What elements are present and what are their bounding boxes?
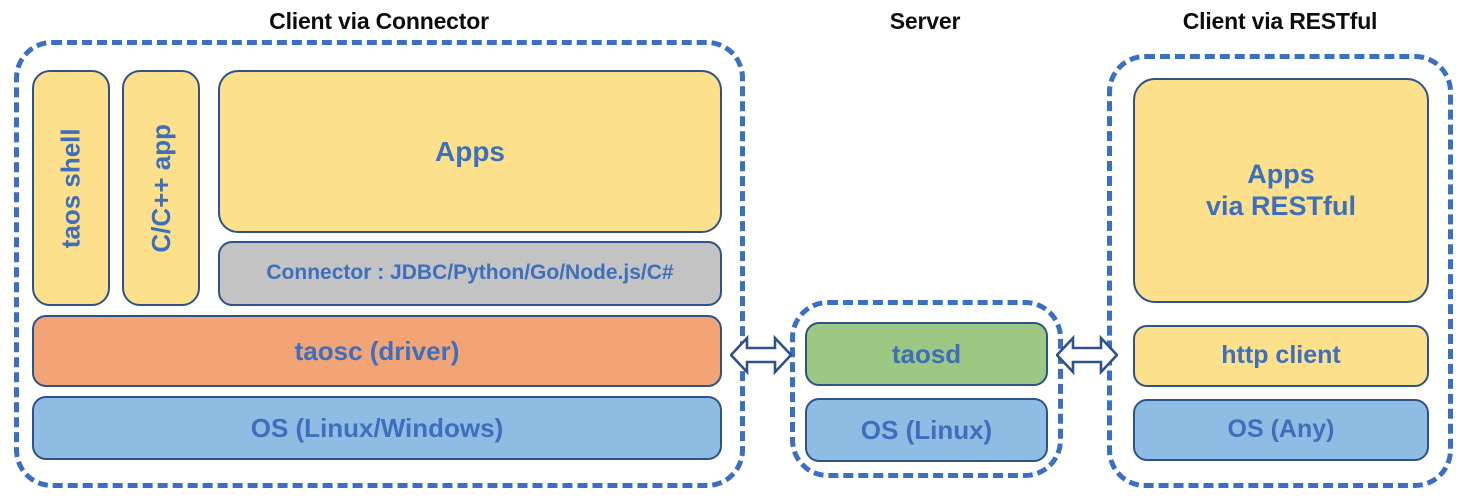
group-client-via-restful: [1107, 54, 1453, 488]
group-server: [790, 300, 1063, 478]
block-apps-via-restful-line1: Apps: [1247, 158, 1315, 189]
block-cpp-app-label: C/C++ app: [145, 123, 176, 253]
section-title-server: Server: [889, 8, 961, 34]
block-taosc-driver-label: taosc (driver): [294, 335, 460, 366]
block-http-client[interactable]: http client: [1133, 325, 1429, 387]
block-apps-via-restful-label: Apps via RESTful: [1206, 159, 1356, 223]
block-apps-via-restful[interactable]: Apps via RESTful: [1133, 78, 1429, 303]
block-os-any-label: OS (Any): [1227, 415, 1335, 444]
section-title-client-connector: Client via Connector: [269, 8, 489, 34]
block-apps[interactable]: Apps: [218, 70, 722, 233]
block-apps-label: Apps: [435, 135, 505, 167]
block-os-linux-label: OS (Linux): [860, 414, 993, 445]
double-headed-arrow-icon-taosd-http: [1056, 334, 1118, 376]
block-http-client-label: http client: [1221, 341, 1341, 370]
block-taosd-label: taosd: [891, 338, 962, 369]
double-headed-arrow-icon-taosc-taosd: [730, 334, 792, 376]
block-taosc-driver[interactable]: taosc (driver): [32, 315, 722, 387]
block-apps-via-restful-line2: via RESTful: [1205, 190, 1357, 221]
section-title-client-restful: Client via RESTful: [1182, 8, 1378, 34]
block-connector-label: Connector : JDBC/Python/Go/Node.js/C#: [266, 261, 674, 285]
block-os-linux[interactable]: OS (Linux): [805, 398, 1048, 462]
block-taosd[interactable]: taosd: [805, 322, 1048, 386]
group-client-via-connector: [14, 40, 745, 488]
block-os-any[interactable]: OS (Any): [1133, 399, 1429, 461]
block-os-linux-windows[interactable]: OS (Linux/Windows): [32, 396, 722, 460]
block-taos-shell-label: taos shell: [55, 128, 86, 248]
block-cpp-app[interactable]: C/C++ app: [122, 70, 200, 306]
block-taos-shell[interactable]: taos shell: [32, 70, 110, 306]
block-os-linux-windows-label: OS (Linux/Windows): [250, 412, 504, 443]
block-connector[interactable]: Connector : JDBC/Python/Go/Node.js/C#: [218, 241, 722, 306]
